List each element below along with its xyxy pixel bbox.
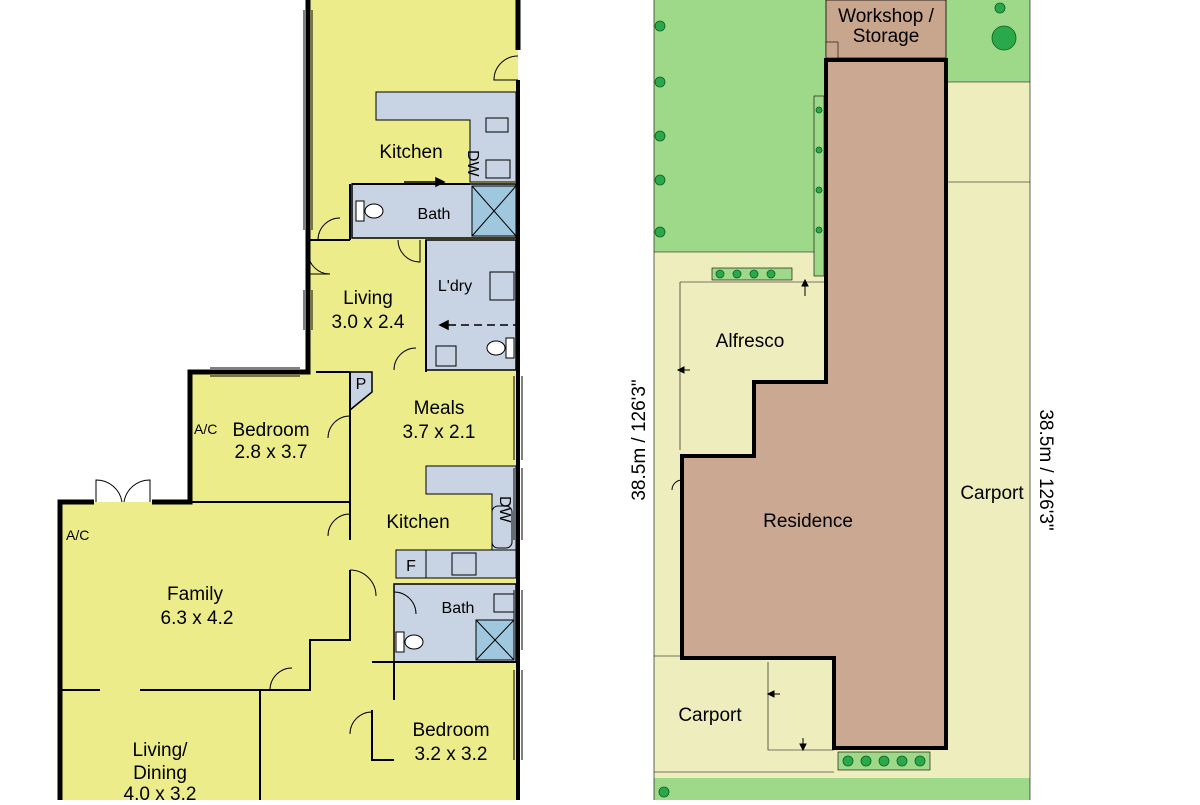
laundry-basin xyxy=(435,345,457,367)
shrub-icon xyxy=(732,269,742,279)
site-boundaries xyxy=(653,0,1031,800)
shrub-icon xyxy=(994,2,1006,14)
hedge-side xyxy=(813,95,825,277)
vanity-lower xyxy=(493,593,515,613)
dim-bedroom-1: 2.8 x 3.7 xyxy=(235,442,308,463)
french-doors xyxy=(95,479,151,503)
sliding-indicators xyxy=(404,176,516,331)
shrub-icon xyxy=(715,269,725,279)
floor-plan: Kitchen DW Bath L'dry Living 3.0 x 2.4 P… xyxy=(57,0,523,805)
label-laundry: L'dry xyxy=(438,278,472,295)
label-family: Family xyxy=(167,584,223,605)
dimension-right: 38.5m / 126'3" xyxy=(1035,409,1056,530)
sink-lower xyxy=(491,505,513,549)
tree-icon xyxy=(991,25,1017,51)
laundry-trough xyxy=(489,271,515,301)
toilet-lower-icon xyxy=(404,634,424,650)
label-residence: Residence xyxy=(763,511,853,532)
walls xyxy=(57,0,521,800)
shrub-icon xyxy=(815,186,823,194)
label-living-dining-2: Dining xyxy=(133,763,187,784)
residence-footprint xyxy=(680,58,948,750)
dim-meals: 3.7 x 2.1 xyxy=(403,422,476,443)
workshop-storage xyxy=(825,0,947,59)
lawn-rear-right xyxy=(946,0,1030,82)
label-alfresco: Alfresco xyxy=(716,331,785,352)
shrub-icon xyxy=(842,755,854,767)
shrub-icon xyxy=(815,106,823,114)
toilet-laundry-icon xyxy=(486,340,506,356)
label-bedroom-1: Bedroom xyxy=(232,420,309,441)
label-ac-bedroom: A/C xyxy=(194,421,217,437)
shrub-icon xyxy=(654,174,666,186)
label-bedroom-2: Bedroom xyxy=(412,720,489,741)
shrub-icon xyxy=(749,269,759,279)
site-door-markers xyxy=(671,278,809,752)
label-pantry: P xyxy=(356,376,367,393)
label-workshop: Workshop / xyxy=(838,6,934,27)
label-living-small: Living xyxy=(343,288,393,309)
label-kitchen-lower: Kitchen xyxy=(386,512,449,533)
label-bath-upper: Bath xyxy=(418,206,451,223)
label-dw-upper: DW xyxy=(464,150,481,178)
site-plan: Workshop / Storage Alfresco Residence Ca… xyxy=(629,0,1056,800)
label-carport-left: Carport xyxy=(678,705,742,726)
label-dw-lower: DW xyxy=(496,496,513,524)
shrub-icon xyxy=(896,755,908,767)
cooktop-upper xyxy=(485,159,511,179)
shrub-icon xyxy=(878,755,890,767)
label-ac-family: A/C xyxy=(66,527,89,543)
label-living-dining: Living/ xyxy=(133,740,189,761)
shrub-icon xyxy=(654,76,666,88)
shrubs xyxy=(654,2,1017,798)
shrub-icon xyxy=(815,146,823,154)
label-kitchen-upper: Kitchen xyxy=(379,142,442,163)
door-swings xyxy=(269,55,519,735)
label-workshop-2: Storage xyxy=(853,26,920,47)
dim-family: 6.3 x 4.2 xyxy=(161,608,234,629)
lawn-front-strip xyxy=(654,778,1030,800)
shrub-icon xyxy=(658,786,670,798)
dishwasher-upper xyxy=(485,117,509,133)
windows xyxy=(210,10,523,760)
shrub-icon xyxy=(654,130,666,142)
shrub-icon xyxy=(654,226,666,238)
label-meals: Meals xyxy=(414,398,465,419)
cooktop-lower xyxy=(451,552,477,576)
label-bath-lower: Bath xyxy=(442,600,475,617)
dim-living-dining: 4.0 x 3.2 xyxy=(124,784,197,800)
workshop-door xyxy=(825,41,839,59)
label-carport-right: Carport xyxy=(960,483,1024,504)
shrub-icon xyxy=(654,20,666,32)
shrub-icon xyxy=(815,226,823,234)
fridge-space xyxy=(395,549,427,579)
dim-bedroom-2: 3.2 x 3.2 xyxy=(415,744,488,765)
shrub-icon xyxy=(860,755,872,767)
label-fridge: F xyxy=(406,558,416,575)
shrub-icon xyxy=(914,755,926,767)
lawn-rear-left xyxy=(654,0,826,252)
shrub-icon xyxy=(766,269,776,279)
dim-living-small: 3.0 x 2.4 xyxy=(332,312,405,333)
toilet-upper-icon xyxy=(364,203,384,219)
dimension-left: 38.5m / 126'3" xyxy=(629,379,650,500)
